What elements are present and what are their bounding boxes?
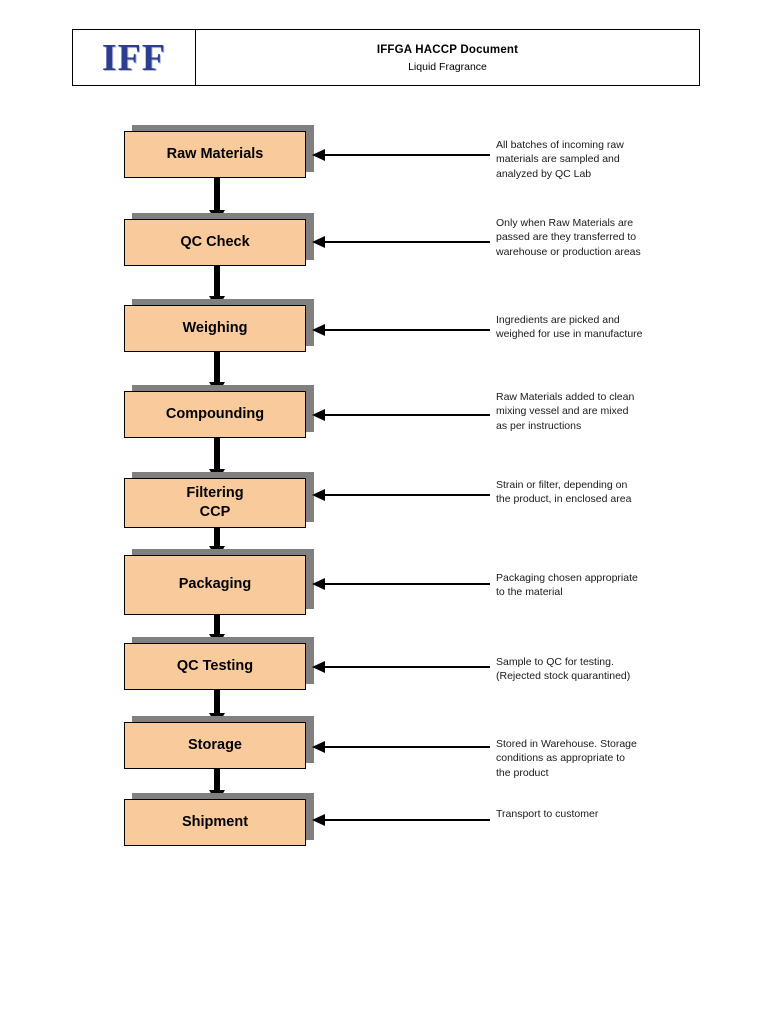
annotation-arrow-qc-check — [312, 236, 490, 248]
annotation-text-packaging: Packaging chosen appropriate to the mate… — [496, 572, 638, 599]
arrow-stem — [214, 769, 220, 790]
iff-logo: IFF — [101, 36, 167, 79]
document-header: IFF IFFGA HACCP Document Liquid Fragranc… — [72, 29, 700, 86]
arrow-head-icon — [312, 324, 325, 336]
arrow-stem — [322, 154, 490, 156]
node-box[interactable]: QC Testing — [124, 643, 306, 690]
annotation-text-shipment: Transport to customer — [496, 808, 599, 820]
arrow-head-icon — [312, 489, 325, 501]
node-label: Packaging — [178, 576, 252, 593]
node-label: QC Testing — [176, 657, 254, 674]
header-title-cell: IFFGA HACCP Document Liquid Fragrance — [196, 30, 699, 85]
node-box[interactable]: Compounding — [124, 391, 306, 438]
arrow-stem — [214, 266, 220, 296]
annotation-text-weighing: Ingredients are picked and weighed for u… — [496, 314, 643, 341]
annotation-arrow-storage — [312, 741, 490, 753]
node-label: Storage — [188, 736, 242, 753]
node-label: Compounding — [165, 405, 265, 422]
annotation-arrow-qc-testing — [312, 661, 490, 673]
node-box[interactable]: Weighing — [124, 305, 306, 352]
annotation-arrow-weighing — [312, 324, 490, 336]
node-label: Raw Materials — [166, 145, 264, 162]
arrow-stem — [214, 352, 220, 382]
annotation-text-storage: Stored in Warehouse. Storage conditions … — [496, 738, 637, 779]
node-box[interactable]: QC Check — [124, 219, 306, 266]
annotation-arrow-compounding — [312, 409, 490, 421]
arrow-stem — [322, 329, 490, 331]
node-box[interactable]: Shipment — [124, 799, 306, 846]
arrow-stem — [322, 494, 490, 496]
arrow-stem — [214, 178, 220, 210]
arrow-stem — [322, 666, 490, 668]
annotation-arrow-shipment — [312, 814, 490, 826]
arrow-stem — [214, 615, 220, 634]
arrow-stem — [322, 746, 490, 748]
node-box[interactable]: Raw Materials — [124, 131, 306, 178]
annotation-text-qc-check: Only when Raw Materials are passed are t… — [496, 217, 641, 258]
arrow-stem — [322, 819, 490, 821]
document-title: IFFGA HACCP Document — [376, 44, 519, 56]
arrow-head-icon — [312, 661, 325, 673]
header-logo-cell: IFF — [73, 30, 196, 85]
node-label: QC Check — [180, 233, 250, 250]
document-subtitle: Liquid Fragrance — [408, 61, 487, 73]
annotation-text-raw-materials: All batches of incoming raw materials ar… — [496, 139, 624, 180]
arrow-head-icon — [312, 236, 325, 248]
node-box[interactable]: Packaging — [124, 555, 306, 615]
arrow-stem — [322, 241, 490, 243]
arrow-head-icon — [312, 409, 325, 421]
arrow-stem — [214, 690, 220, 713]
arrow-head-icon — [312, 741, 325, 753]
annotation-text-filtering-ccp: Strain or filter, depending on the produ… — [496, 479, 632, 506]
annotation-arrow-filtering-ccp — [312, 489, 490, 501]
arrow-head-icon — [312, 578, 325, 590]
annotation-arrow-packaging — [312, 578, 490, 590]
annotation-text-qc-testing: Sample to QC for testing. (Rejected stoc… — [496, 656, 631, 683]
arrow-stem — [214, 528, 220, 546]
node-label: Shipment — [181, 813, 249, 830]
arrow-stem — [322, 414, 490, 416]
node-box[interactable]: Storage — [124, 722, 306, 769]
annotation-arrow-raw-materials — [312, 149, 490, 161]
arrow-head-icon — [312, 814, 325, 826]
arrow-stem — [322, 583, 490, 585]
annotation-text-compounding: Raw Materials added to clean mixing vess… — [496, 391, 635, 432]
arrow-stem — [214, 438, 220, 469]
node-label: Weighing — [182, 319, 248, 336]
arrow-head-icon — [312, 149, 325, 161]
